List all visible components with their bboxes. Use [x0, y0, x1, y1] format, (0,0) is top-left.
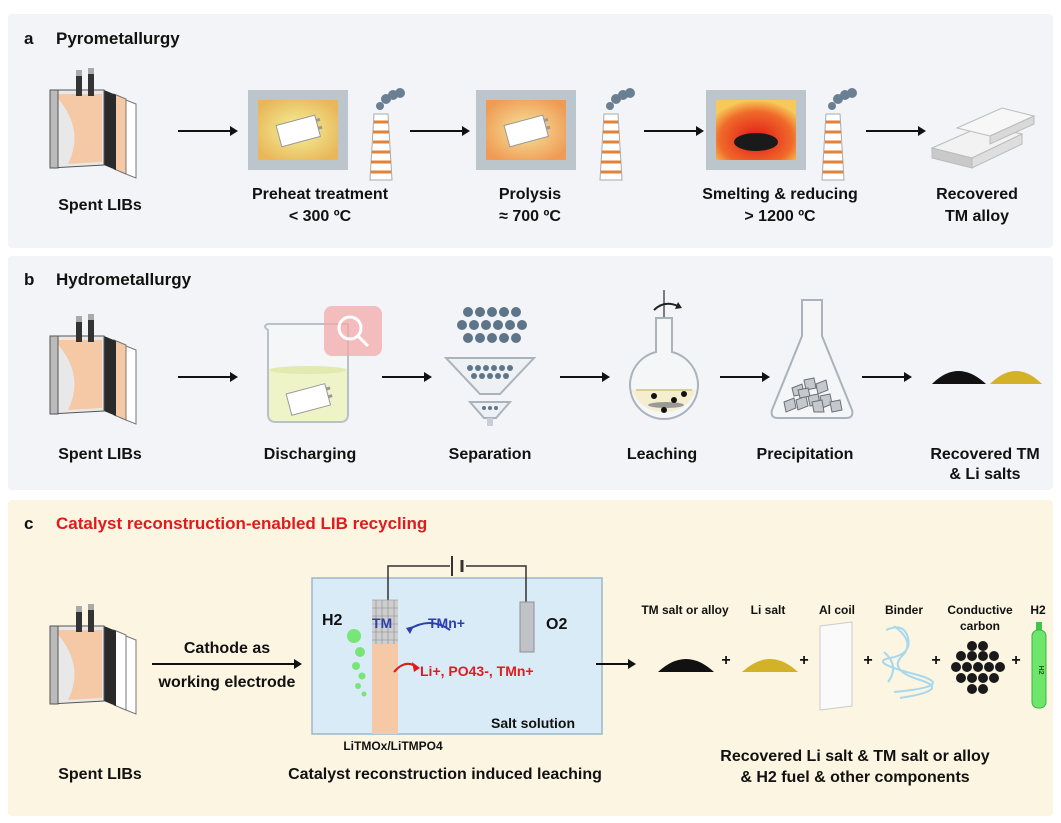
plus-icon: +: [799, 652, 809, 669]
arrow-label-line2: working electrode: [158, 674, 296, 691]
chimney-icon: [369, 88, 405, 181]
arrow-icon: [862, 372, 912, 382]
product-li-salt-label: Li salt: [750, 603, 786, 617]
arrow-icon: [560, 372, 610, 382]
cell-o2-label: O2: [546, 616, 568, 633]
salt-piles-icon: [932, 371, 1042, 384]
plus-icon: +: [1011, 652, 1021, 669]
h2-cylinder-icon: H2: [1031, 622, 1047, 709]
spent-battery-icon: [49, 68, 137, 179]
cell-h2-label: H2: [322, 612, 343, 629]
step-alloy-label-2: TM alloy: [944, 208, 1009, 225]
cell-electrode-label: LiTMOx/LiTMPO4: [343, 739, 443, 753]
chimney-icon: [599, 88, 635, 181]
chimney-icon: [821, 88, 857, 181]
metal-ingots-icon: [930, 107, 1036, 169]
li-salt-pile-icon: [742, 659, 798, 672]
product-carbon-label-2: carbon: [959, 619, 1000, 633]
step-leaching-label: Leaching: [626, 446, 698, 463]
spent-battery-icon: [49, 604, 137, 715]
step-preheat-label: Preheat treatment: [251, 186, 389, 203]
step-alloy-label: Recovered: [936, 186, 1018, 203]
furnace-preheat-icon: [248, 90, 348, 170]
arrow-icon: [382, 372, 432, 382]
summary-line1: Recovered Li salt & TM salt or alloy: [720, 748, 990, 765]
binder-fiber-icon: [882, 625, 934, 699]
step-b-spent-label: Spent LIBs: [58, 446, 142, 463]
furnace-smelting-icon: [706, 90, 806, 170]
step-a-spent-label: Spent LIBs: [58, 197, 142, 214]
step-smelting-label: Smelting & reducing: [702, 186, 858, 203]
step-separation-label: Separation: [448, 446, 532, 463]
product-al-coil-label: Al coil: [818, 603, 855, 617]
product-tm-salt-label: TM salt or alloy: [641, 603, 729, 617]
step-pyrolysis-temp: ≈ 700 ºC: [499, 208, 561, 225]
cell-ions-label: Li+, PO43-, TMn+: [420, 663, 534, 679]
furnace-pyrolysis-icon: [476, 90, 576, 170]
cell-tm-label: TM: [372, 615, 393, 631]
step-c-spent-label: Spent LIBs: [58, 766, 142, 783]
arrow-icon: [866, 126, 926, 136]
conductive-carbon-icon: [951, 641, 1005, 694]
beaker-discharging-icon: [264, 306, 382, 423]
cell-caption: Catalyst reconstruction induced leaching: [288, 766, 602, 783]
cell-salt-solution-label: Salt solution: [491, 715, 575, 731]
arrow-icon: [178, 372, 238, 382]
arrow-label-line1: Cathode as: [183, 640, 271, 657]
arrow-icon: [178, 126, 238, 136]
leaching-flask-icon: [629, 290, 699, 420]
panel-hydrometallurgy: [8, 256, 1053, 490]
spent-battery-icon: [49, 314, 137, 425]
plus-icon: +: [721, 652, 731, 669]
cell-tm-ion-label: TMn+: [428, 615, 465, 631]
al-coil-icon: [819, 621, 853, 711]
separation-funnel-icon: [443, 307, 537, 426]
step-preheat-temp: < 300 ºC: [288, 208, 352, 225]
arrow-icon: [596, 659, 636, 669]
step-smelting-temp: > 1200 ºC: [744, 208, 816, 225]
summary-line2: & H2 fuel & other components: [740, 769, 970, 786]
product-h2-label: H2: [1030, 603, 1046, 617]
panel-c-letter: c: [24, 514, 34, 533]
step-pyrolysis-label: Prolysis: [498, 186, 562, 203]
panel-a-letter: a: [24, 29, 34, 48]
tm-salt-pile-icon: [658, 659, 714, 672]
electrolysis-cell-icon: [311, 556, 603, 735]
step-recovered-label-2: & Li salts: [949, 466, 1021, 483]
panel-a-title: Pyrometallurgy: [56, 29, 180, 48]
arrow-icon: [152, 659, 302, 669]
svg-text:H2: H2: [1037, 666, 1044, 675]
panel-c-title: Catalyst reconstruction-enabled LIB recy…: [56, 514, 428, 533]
arrow-icon: [410, 126, 470, 136]
product-carbon-label-1: Conductive: [947, 603, 1013, 617]
plus-icon: +: [863, 652, 873, 669]
step-precipitation-label: Precipitation: [756, 446, 854, 463]
plus-icon: +: [931, 652, 941, 669]
arrow-icon: [720, 372, 770, 382]
panel-b-letter: b: [24, 270, 35, 289]
product-binder-label: Binder: [884, 603, 923, 617]
panel-b-title: Hydrometallurgy: [56, 270, 192, 289]
precipitation-flask-icon: [770, 299, 854, 419]
step-recovered-label: Recovered TM: [930, 446, 1040, 463]
step-discharging-label: Discharging: [263, 446, 357, 463]
arrow-icon: [644, 126, 704, 136]
